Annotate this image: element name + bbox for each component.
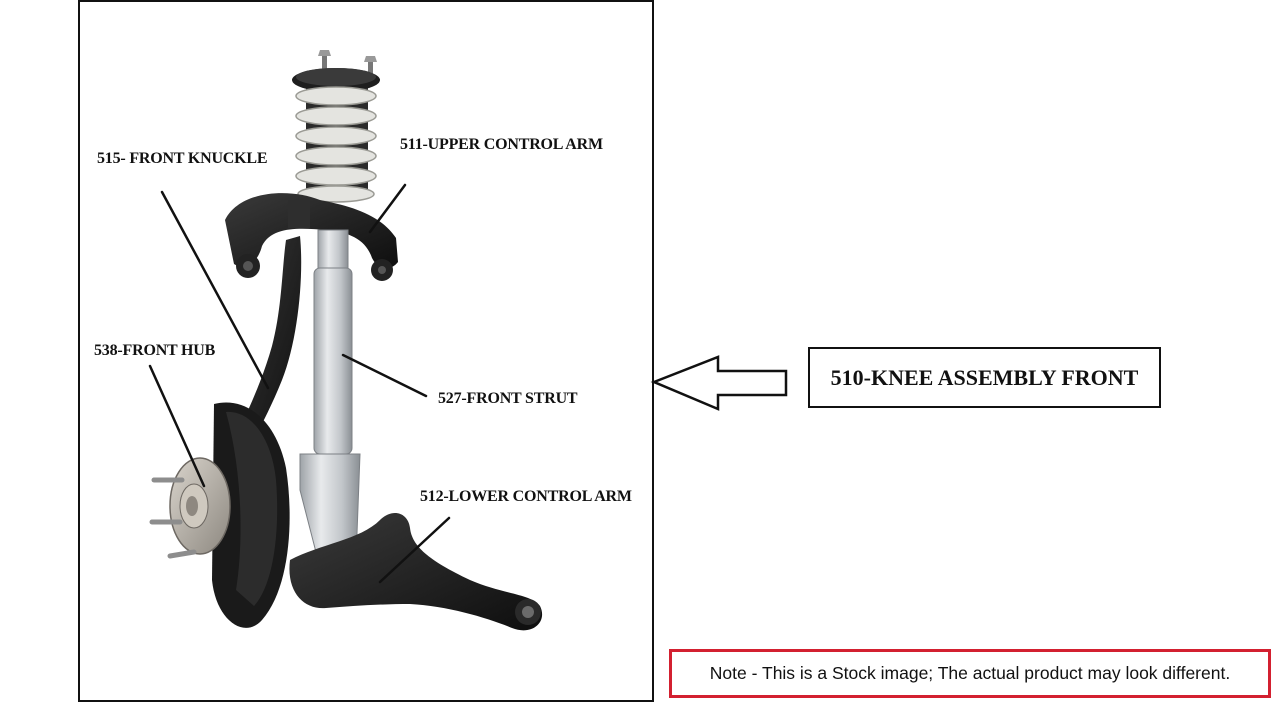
strut-top-studs — [318, 50, 377, 76]
leader-line-front-hub — [148, 364, 206, 488]
front-knuckle-shape — [212, 236, 302, 628]
leader-line-upper-control-arm — [368, 183, 407, 234]
coil-spring — [295, 86, 377, 203]
leader-line-front-knuckle — [160, 190, 270, 390]
label-lower-control-arm: 512-LOWER CONTROL ARM — [420, 488, 632, 505]
lower-control-arm-shape — [289, 513, 543, 631]
leader-lines — [148, 183, 451, 584]
label-front-strut: 527-FRONT STRUT — [438, 390, 578, 407]
strut-top-mount — [292, 68, 380, 92]
label-front-knuckle: 515- FRONT KNUCKLE — [97, 150, 268, 167]
strut-body — [299, 229, 361, 596]
label-front-hub: 538-FRONT HUB — [94, 342, 216, 359]
pointer-arrow-icon — [650, 355, 788, 411]
leader-line-lower-control-arm — [378, 516, 451, 584]
disclaimer-note-box: Note - This is a Stock image; The actual… — [669, 649, 1271, 698]
disclaimer-note: Note - This is a Stock image; The actual… — [709, 663, 1231, 683]
assembly-label-box: 510-KNEE ASSEMBLY FRONT — [808, 347, 1161, 408]
leader-line-front-strut — [341, 353, 428, 398]
label-upper-control-arm: 511-UPPER CONTROL ARM — [400, 136, 603, 153]
front-hub-shape — [149, 457, 231, 559]
upper-control-arm-shape — [225, 193, 398, 281]
assembly-label: 510-KNEE ASSEMBLY FRONT — [830, 364, 1139, 390]
